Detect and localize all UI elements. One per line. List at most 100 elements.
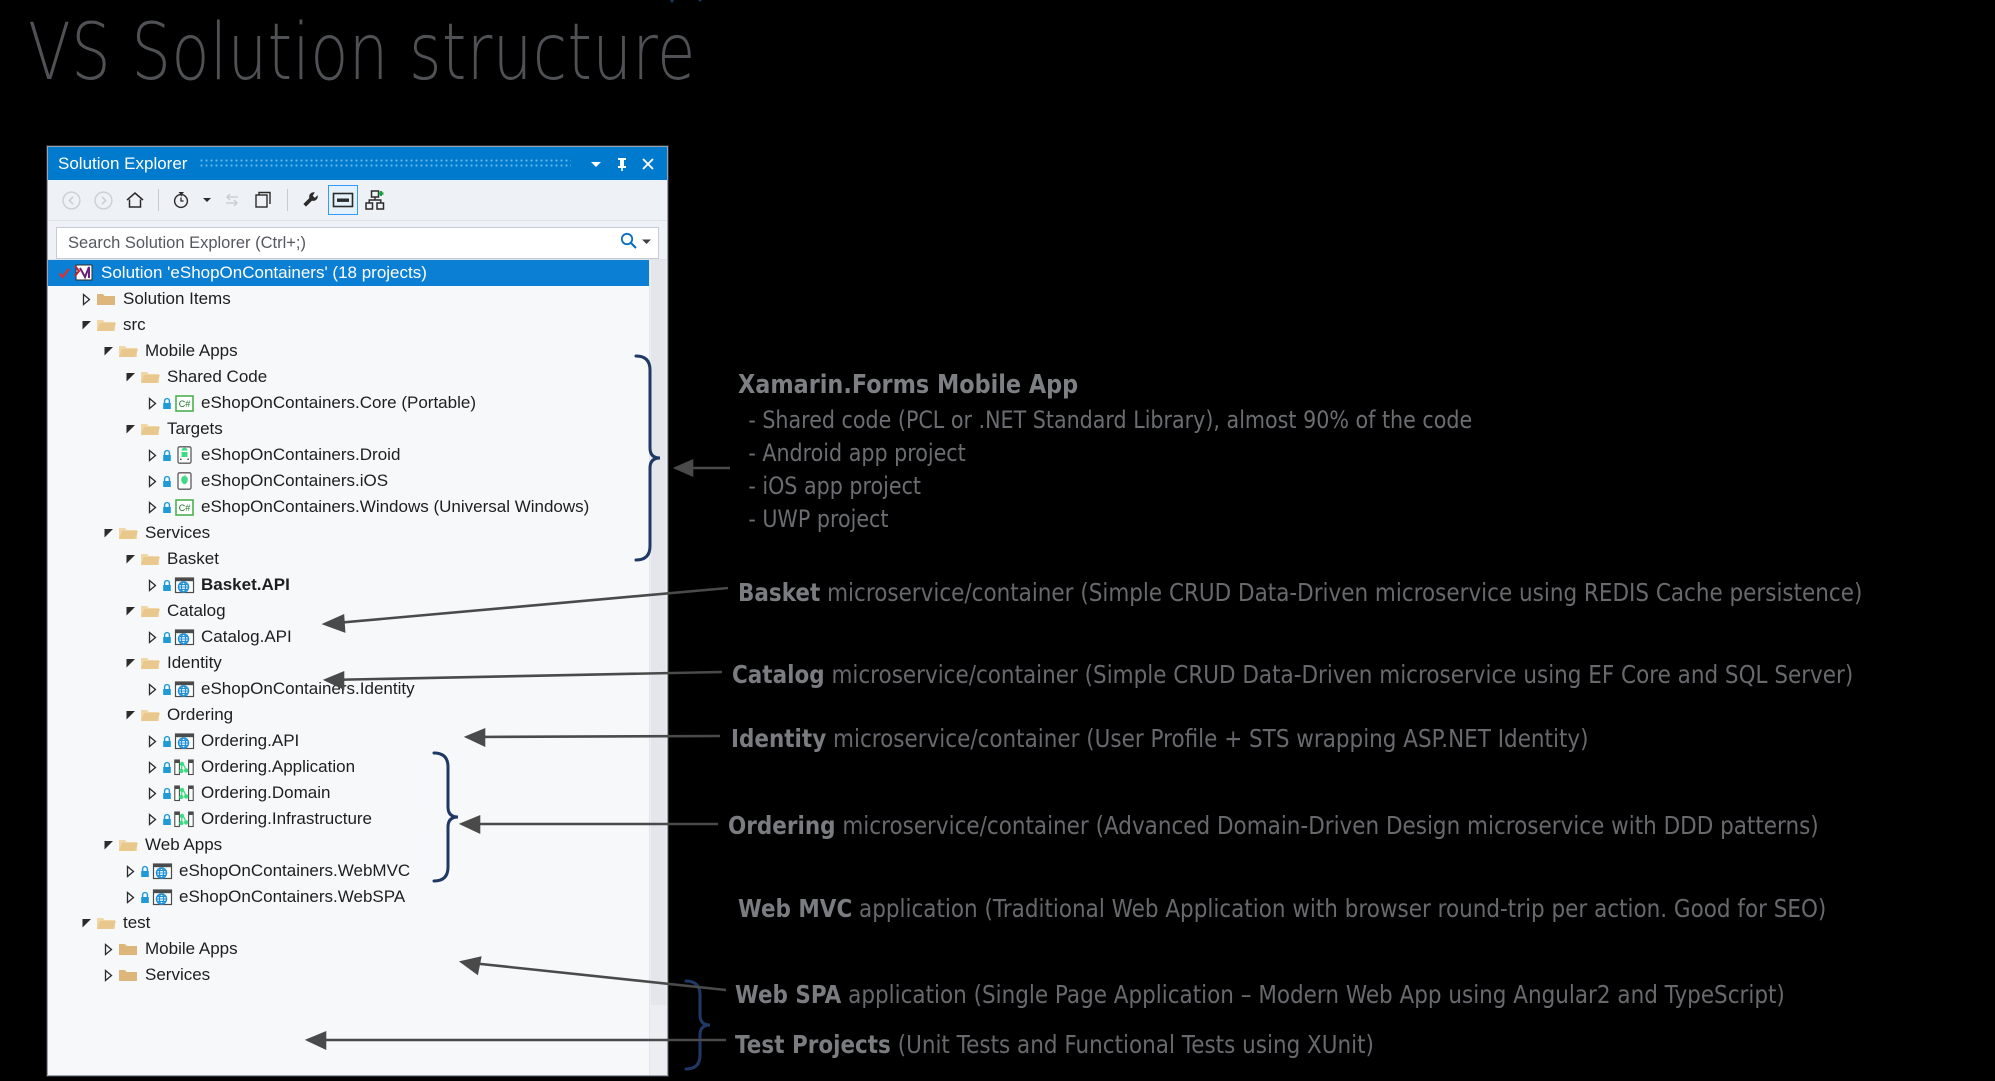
expand-chevron-icon[interactable]: [100, 962, 117, 988]
explorer-toolbar: [48, 180, 667, 221]
expand-chevron-icon[interactable]: [122, 858, 139, 884]
tree-row[interactable]: Ordering.Domain: [48, 780, 667, 806]
solution-check-icon[interactable]: [56, 260, 73, 286]
expand-chevron-icon[interactable]: [144, 806, 161, 832]
tree-row-label: src: [123, 315, 146, 334]
annotation-ordering-strong: Ordering: [728, 811, 836, 840]
search-input[interactable]: [66, 232, 619, 254]
wrench-icon[interactable]: [296, 185, 326, 215]
folder-open-icon: [139, 419, 161, 439]
expand-chevron-icon[interactable]: [144, 780, 161, 806]
titlebar-grip: [199, 158, 571, 169]
tree-row-label: Ordering.Domain: [201, 783, 331, 802]
solution-tree[interactable]: Solution 'eShopOnContainers' (18 project…: [48, 259, 667, 1075]
tree-row[interactable]: Targets: [48, 416, 667, 442]
lock-icon: [161, 501, 172, 514]
tree-row[interactable]: eShopOnContainers.Identity: [48, 676, 667, 702]
collapse-chevron-icon[interactable]: [100, 338, 117, 364]
close-icon[interactable]: [635, 151, 661, 177]
lock-icon: [161, 735, 172, 748]
tree-scrollbar[interactable]: [649, 260, 667, 1075]
expand-chevron-icon[interactable]: [78, 286, 95, 312]
tree-row[interactable]: eShopOnContainers.iOS: [48, 468, 667, 494]
toolbar-separator-1: [158, 189, 159, 211]
clock-filter-icon[interactable]: [167, 185, 197, 215]
expand-chevron-icon[interactable]: [144, 442, 161, 468]
folder-open-icon: [117, 341, 139, 361]
expand-chevron-icon[interactable]: [144, 390, 161, 416]
tree-row[interactable]: Solution 'eShopOnContainers' (18 project…: [48, 260, 667, 286]
lock-icon: [161, 397, 172, 410]
chevron-down-icon[interactable]: [199, 185, 215, 215]
vs-solution-icon: [73, 263, 95, 283]
tree-row[interactable]: eShopOnContainers.Droid: [48, 442, 667, 468]
collapse-chevron-icon[interactable]: [122, 416, 139, 442]
expand-chevron-icon[interactable]: [144, 468, 161, 494]
collapse-chevron-icon[interactable]: [122, 546, 139, 572]
tree-row[interactable]: Web Apps: [48, 832, 667, 858]
collapse-chevron-icon[interactable]: [100, 520, 117, 546]
tree-row[interactable]: Identity: [48, 650, 667, 676]
collapse-chevron-icon[interactable]: [100, 832, 117, 858]
tree-row[interactable]: Ordering: [48, 702, 667, 728]
tree-row[interactable]: C#eShopOnContainers.Windows (Universal W…: [48, 494, 667, 520]
expand-chevron-icon[interactable]: [144, 754, 161, 780]
hierarchy-collapse-icon[interactable]: [360, 185, 390, 215]
collapse-chevron-icon[interactable]: [78, 910, 95, 936]
tree-row-label: Ordering.Application: [201, 757, 356, 776]
annotation-webmvc-strong: Web MVC: [738, 894, 853, 923]
tree-row[interactable]: eShopOnContainers.WebMVC: [48, 858, 667, 884]
collapse-chevron-icon[interactable]: [78, 312, 95, 338]
tree-row[interactable]: test: [48, 910, 667, 936]
show-all-files-icon[interactable]: [249, 185, 279, 215]
expand-chevron-icon[interactable]: [144, 676, 161, 702]
window-titlebar: Solution Explorer: [48, 147, 667, 180]
lock-icon: [161, 813, 172, 826]
tree-row[interactable]: Ordering.Application: [48, 754, 667, 780]
tree-row[interactable]: Solution Items: [48, 286, 667, 312]
expand-chevron-icon[interactable]: [144, 572, 161, 598]
tree-row[interactable]: Catalog.API: [48, 624, 667, 650]
annotation-identity-rest: microservice/container (User Profile + S…: [826, 724, 1589, 753]
tree-row-label: eShopOnContainers.Core (Portable): [201, 393, 476, 412]
tree-row[interactable]: eShopOnContainers.WebSPA: [48, 884, 667, 910]
web-project-icon: [173, 679, 195, 699]
tree-row[interactable]: Basket: [48, 546, 667, 572]
web-project-icon: [173, 575, 195, 595]
preview-window-icon[interactable]: [328, 185, 358, 215]
web-project-icon: [151, 861, 173, 881]
collapse-chevron-icon[interactable]: [122, 702, 139, 728]
expand-chevron-icon[interactable]: [144, 494, 161, 520]
forward-arrow-icon[interactable]: [88, 185, 118, 215]
search-options-chevron-down-icon[interactable]: [641, 234, 652, 252]
collapse-chevron-icon[interactable]: [122, 650, 139, 676]
tree-row[interactable]: Mobile Apps: [48, 936, 667, 962]
collapse-chevron-icon[interactable]: [122, 364, 139, 390]
annotation-test: Test Projects (Unit Tests and Functional…: [735, 1030, 1374, 1059]
back-arrow-icon[interactable]: [56, 185, 86, 215]
expand-chevron-icon[interactable]: [144, 728, 161, 754]
collapse-chevron-icon[interactable]: [122, 598, 139, 624]
search-icon[interactable]: [619, 231, 638, 255]
expand-chevron-icon[interactable]: [144, 624, 161, 650]
tree-row[interactable]: src: [48, 312, 667, 338]
sync-arrows-icon[interactable]: [217, 185, 247, 215]
tree-row[interactable]: Ordering.API: [48, 728, 667, 754]
tree-row[interactable]: C#eShopOnContainers.Core (Portable): [48, 390, 667, 416]
home-icon[interactable]: [120, 185, 150, 215]
tree-scrollbar-thumb[interactable]: [651, 260, 666, 1005]
tree-row[interactable]: Catalog: [48, 598, 667, 624]
tree-row[interactable]: Basket.API: [48, 572, 667, 598]
search-box[interactable]: [56, 227, 659, 259]
tree-row[interactable]: Services: [48, 962, 667, 988]
tree-row[interactable]: Services: [48, 520, 667, 546]
expand-chevron-icon[interactable]: [122, 884, 139, 910]
expand-chevron-icon[interactable]: [100, 936, 117, 962]
tree-row[interactable]: Shared Code: [48, 364, 667, 390]
tree-row[interactable]: Ordering.Infrastructure: [48, 806, 667, 832]
pin-icon[interactable]: [609, 151, 635, 177]
folder-open-icon: [139, 653, 161, 673]
chevron-down-icon[interactable]: [583, 151, 609, 177]
tree-row[interactable]: Mobile Apps: [48, 338, 667, 364]
lock-icon: [161, 579, 172, 592]
